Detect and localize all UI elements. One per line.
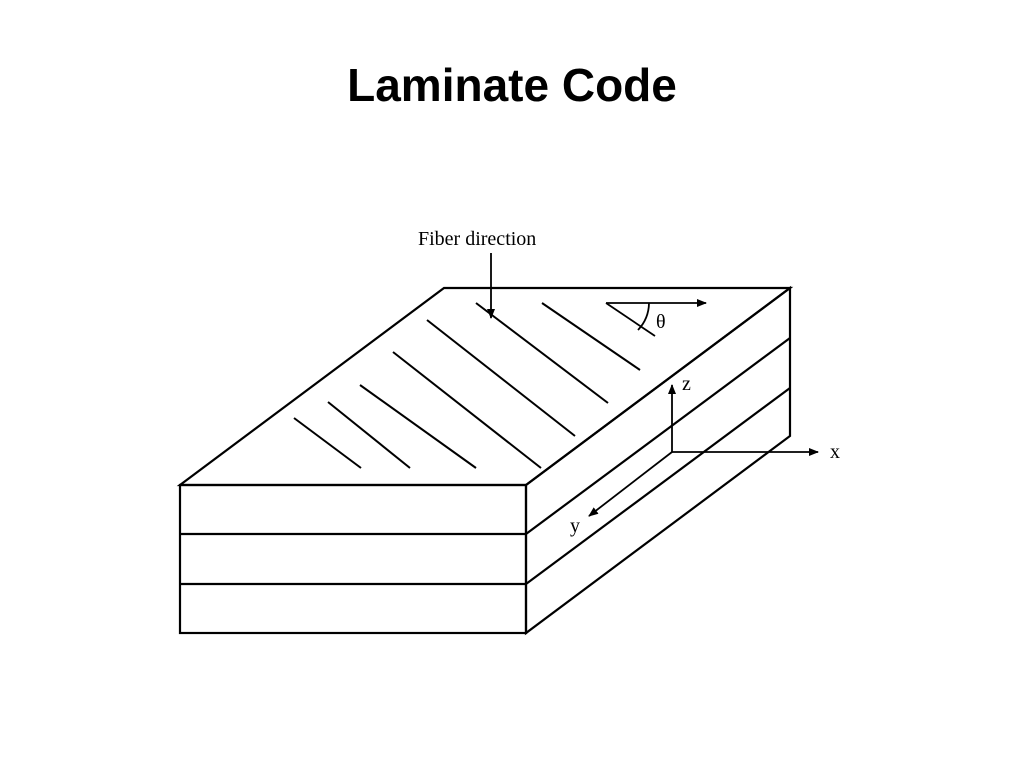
- fiber-lines: [293, 302, 641, 469]
- laminate-side-face: [524, 285, 792, 636]
- fiber-line: [392, 351, 542, 469]
- fiber-line: [426, 319, 576, 437]
- fiber-line: [475, 302, 609, 404]
- x-axis-label: x: [830, 441, 840, 463]
- theta-arc: [637, 302, 650, 331]
- coordinate-axes: [588, 384, 819, 517]
- laminate-block: [176, 285, 794, 636]
- theta-indicator: [605, 299, 707, 337]
- y-axis-label: y: [570, 515, 580, 537]
- z-axis-label: z: [682, 373, 691, 395]
- slide-title: Laminate Code: [347, 59, 677, 111]
- fiber-line: [541, 302, 641, 371]
- theta-fiber-line: [605, 302, 656, 337]
- fiber-line: [359, 384, 477, 469]
- ply-boundary-side-2: [525, 387, 791, 585]
- fiber-direction-label: Fiber direction: [418, 228, 536, 250]
- fiber-line: [327, 401, 411, 469]
- y-axis-arrow: [588, 451, 673, 517]
- laminate-front-face: [178, 483, 528, 635]
- fiber-line: [293, 417, 362, 469]
- ply-boundary-side-1: [525, 337, 791, 535]
- theta-label: θ: [656, 311, 666, 333]
